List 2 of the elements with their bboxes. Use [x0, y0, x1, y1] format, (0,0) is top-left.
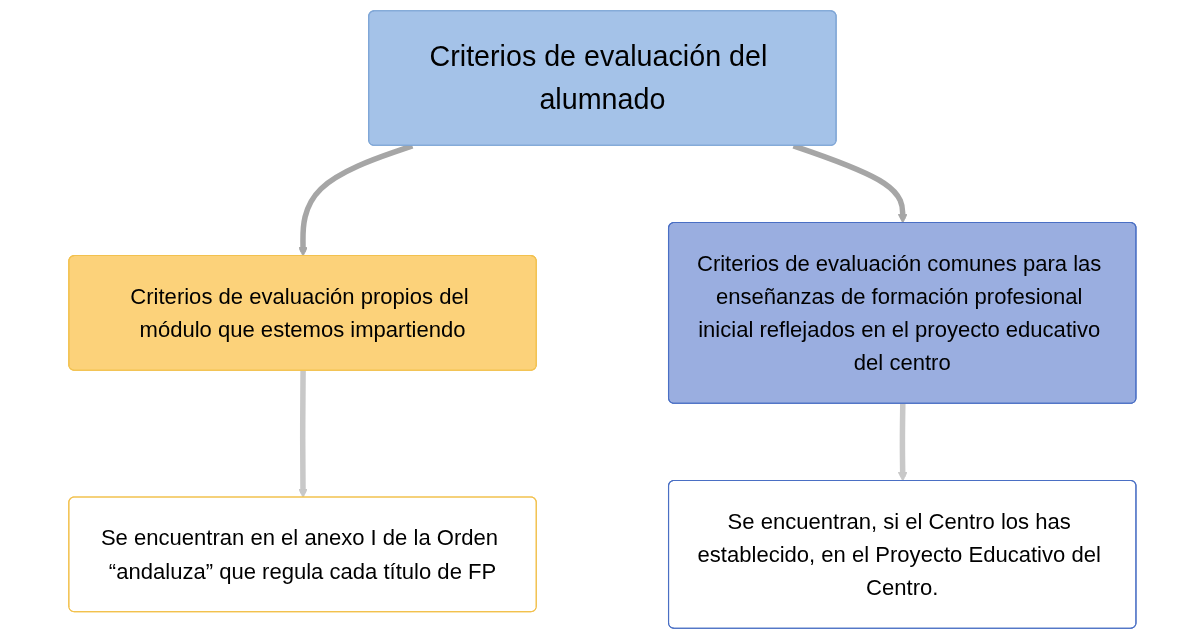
arrow [897, 403, 908, 482]
arrow [297, 370, 308, 498]
